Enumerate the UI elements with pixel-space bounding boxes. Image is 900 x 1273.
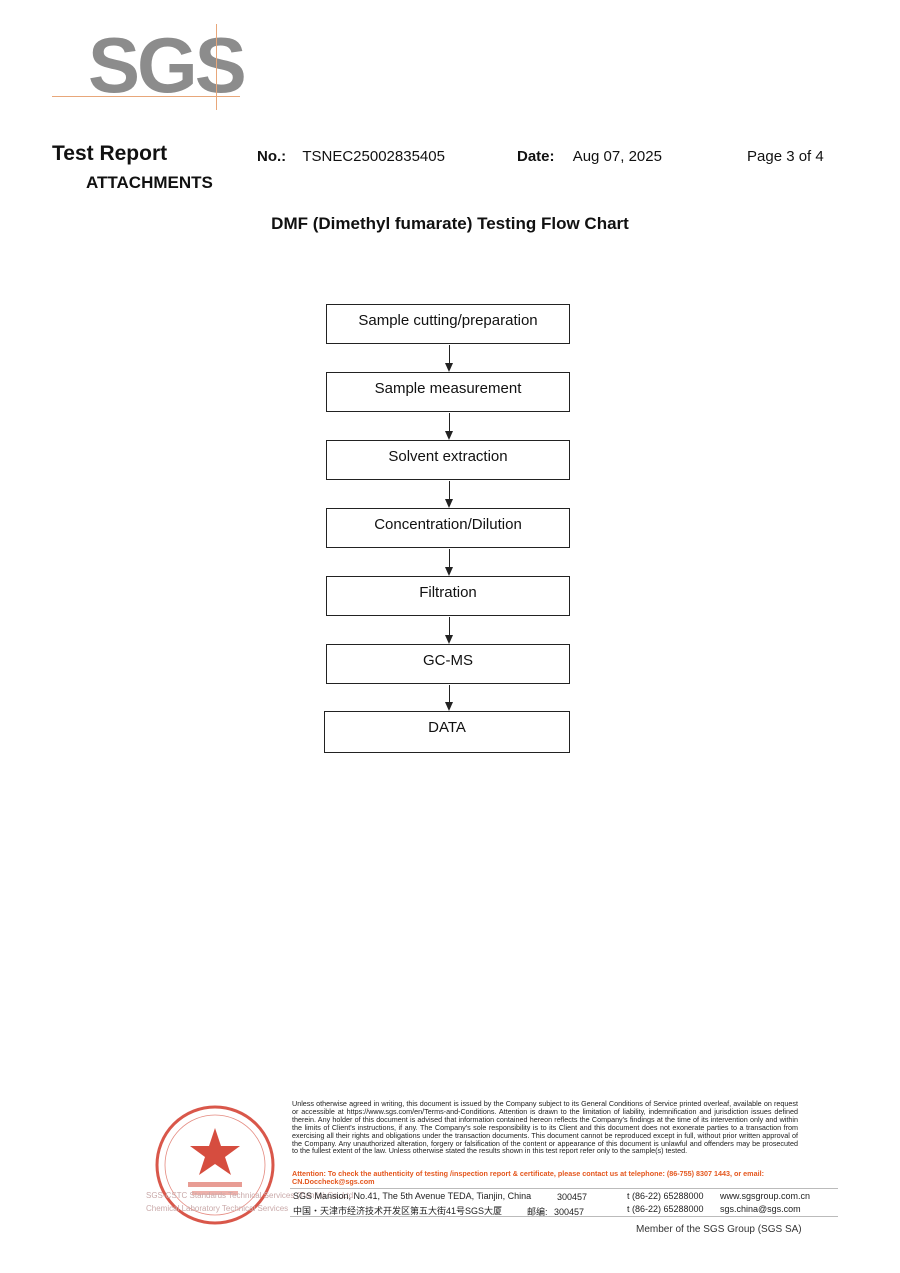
flow-arrow: [449, 481, 450, 499]
footer-divider: [290, 1216, 838, 1217]
flow-arrow: [449, 617, 450, 635]
page-indicator: Page 3 of 4: [747, 148, 824, 165]
flow-step: GC-MS: [326, 644, 570, 684]
report-number-value: TSNEC25002835405: [302, 148, 445, 165]
flow-step: Solvent extraction: [326, 440, 570, 480]
company-seal-stamp: [155, 1105, 275, 1225]
report-number: No.: TSNEC25002835405: [257, 148, 445, 165]
flow-arrow: [449, 685, 450, 702]
logo-horizontal-rule: [52, 96, 240, 97]
legal-disclaimer: Unless otherwise agreed in writing, this…: [292, 1099, 798, 1156]
stamp-caption-1: SGS-CSTC Standards Technical Services (T…: [146, 1191, 356, 1200]
phone-chinese: t (86-22) 65288000: [627, 1204, 704, 1214]
report-number-label: No.:: [257, 148, 287, 165]
logo-vertical-rule: [216, 24, 217, 110]
flow-chart-title: DMF (Dimethyl fumarate) Testing Flow Cha…: [271, 214, 629, 233]
report-date: Date: Aug 07, 2025: [517, 148, 662, 165]
postcode-chinese-value: 300457: [554, 1207, 585, 1217]
footer-divider: [290, 1188, 838, 1189]
flow-arrow: [449, 413, 450, 431]
address-chinese: 中国・天津市经济技术开发区第五大街41号SGS大厦: [293, 1206, 503, 1216]
sgs-logo: SGS: [88, 21, 247, 109]
flow-step: Sample cutting/preparation: [326, 304, 570, 344]
postcode-english: 300457: [557, 1192, 588, 1202]
report-date-label: Date:: [517, 148, 555, 165]
arrow-down-icon: [445, 363, 453, 372]
sgs-group-membership: Member of the SGS Group (SGS SA): [636, 1224, 802, 1235]
report-title: Test Report: [52, 142, 168, 165]
stamp-caption-2: Chemical Laboratory Technical Services: [146, 1204, 289, 1213]
arrow-down-icon: [445, 567, 453, 576]
email-link[interactable]: sgs.china@sgs.com: [720, 1204, 801, 1214]
postcode-chinese-label: 邮编:: [527, 1207, 548, 1217]
report-date-value: Aug 07, 2025: [572, 148, 662, 165]
phone-english: t (86-22) 65288000: [627, 1191, 704, 1201]
authenticity-notice: Attention: To check the authenticity of …: [292, 1169, 764, 1186]
address-english: SGS Mansion, No.41, The 5th Avenue TEDA,…: [293, 1191, 532, 1201]
arrow-down-icon: [445, 702, 453, 711]
arrow-down-icon: [445, 431, 453, 440]
flow-step: Sample measurement: [326, 372, 570, 412]
arrow-down-icon: [445, 499, 453, 508]
flow-step: Filtration: [326, 576, 570, 616]
flow-arrow: [449, 345, 450, 363]
website-link[interactable]: www.sgsgroup.com.cn: [720, 1191, 811, 1201]
flow-step: Concentration/Dilution: [326, 508, 570, 548]
postcode-chinese: 邮编: 300457: [527, 1205, 584, 1218]
arrow-down-icon: [445, 635, 453, 644]
flow-step: DATA: [324, 711, 570, 753]
section-attachments: ATTACHMENTS: [86, 173, 213, 192]
flow-arrow: [449, 549, 450, 567]
